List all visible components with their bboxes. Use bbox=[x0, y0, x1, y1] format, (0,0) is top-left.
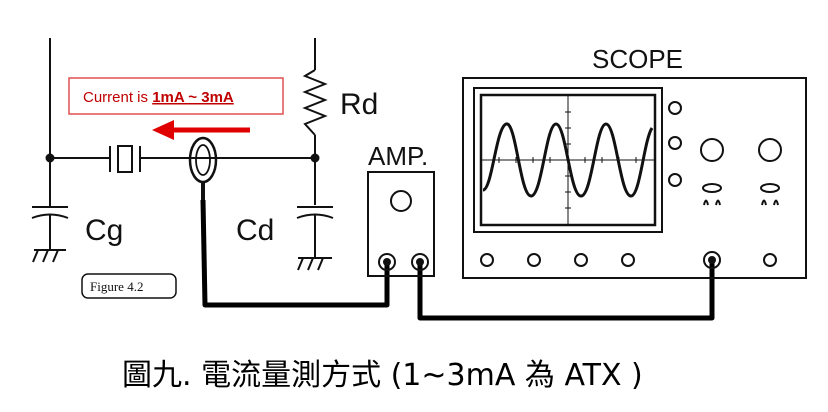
resistor-symbol bbox=[302, 69, 328, 136]
current-probe bbox=[188, 136, 218, 200]
probe-cable bbox=[200, 199, 715, 321]
cd-capacitor bbox=[296, 206, 334, 258]
svg-text:Current is 1mA ~ 3mA: Current is 1mA ~ 3mA bbox=[83, 89, 234, 106]
callout-value: 1mA ~ 3mA bbox=[152, 89, 234, 106]
cg-label: Cg bbox=[85, 214, 123, 247]
rd-label: Rd bbox=[340, 88, 378, 121]
callout-prefix: Current is bbox=[83, 89, 152, 106]
current-arrow bbox=[152, 120, 250, 140]
amp-label: AMP. bbox=[368, 141, 428, 171]
current-callout: Current is 1mA ~ 3mA bbox=[68, 77, 284, 115]
oscilloscope bbox=[462, 77, 807, 279]
figure-caption: 圖九. 電流量測方式 (1~3mA 為 ATX ) bbox=[122, 358, 643, 393]
knob-icon bbox=[390, 190, 412, 212]
cg-capacitor bbox=[31, 158, 69, 250]
ground-symbol bbox=[32, 249, 66, 263]
figure-tag: Figure 4.2 bbox=[81, 273, 177, 299]
circuit bbox=[45, 38, 320, 205]
capacitor-symbol bbox=[109, 145, 141, 173]
svg-text:Figure 4.2: Figure 4.2 bbox=[90, 279, 143, 294]
ground-symbol bbox=[297, 257, 332, 271]
amplifier bbox=[367, 171, 435, 277]
sine-trace bbox=[482, 122, 654, 198]
scope-label: SCOPE bbox=[592, 44, 683, 74]
cd-label: Cd bbox=[236, 214, 274, 247]
